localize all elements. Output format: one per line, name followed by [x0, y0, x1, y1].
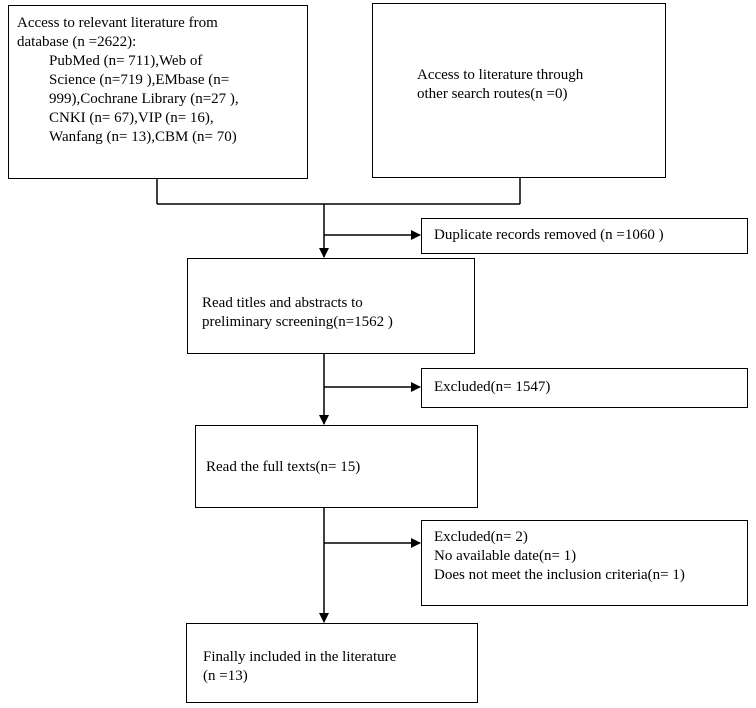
database-source-line-4: CNKI (n= 67),VIP (n= 16),: [49, 110, 214, 126]
other-routes-box: Access to literature through other searc…: [372, 3, 666, 178]
included-line-2: (n =13): [203, 668, 248, 684]
database-source-line-5: Wanfang (n= 13),CBM (n= 70): [49, 129, 237, 145]
database-source-line-2: Science (n=719 ),EMbase (n=: [49, 72, 230, 88]
excluded-fulltext-line-1: Excluded(n= 2): [434, 529, 528, 545]
included-line-1: Finally included in the literature: [203, 649, 397, 665]
screening-line-2: preliminary screening(n=1562 ): [202, 314, 393, 330]
duplicates-removed-text: Duplicate records removed (n =1060 ): [434, 227, 664, 243]
screening-box: Read titles and abstracts to preliminary…: [187, 258, 475, 354]
excluded-fulltext-line-3: Does not meet the inclusion criteria(n= …: [434, 567, 685, 583]
other-routes-line-1: Access to literature through: [417, 67, 584, 83]
excluded-fulltext-box: Excluded(n= 2) No available date(n= 1) D…: [421, 520, 748, 606]
excluded-screening-text: Excluded(n= 1547): [434, 379, 551, 395]
database-heading-line-1: Access to relevant literature from: [17, 15, 218, 31]
screening-line-1: Read titles and abstracts to: [202, 295, 363, 311]
fulltext-text: Read the full texts(n= 15): [206, 459, 361, 475]
database-records-box: Access to relevant literature from datab…: [8, 5, 308, 179]
database-source-line-1: PubMed (n= 711),Web of: [49, 53, 203, 69]
duplicates-removed-box: Duplicate records removed (n =1060 ): [421, 218, 748, 254]
excluded-screening-box: Excluded(n= 1547): [421, 368, 748, 408]
included-box: Finally included in the literature (n =1…: [186, 623, 478, 703]
database-heading-line-2: database (n =2622):: [17, 34, 137, 50]
other-routes-line-2: other search routes(n =0): [417, 86, 568, 102]
database-source-line-3: 999),Cochrane Library (n=27 ),: [49, 91, 239, 107]
fulltext-box: Read the full texts(n= 15): [195, 425, 478, 508]
excluded-fulltext-line-2: No available date(n= 1): [434, 548, 577, 564]
